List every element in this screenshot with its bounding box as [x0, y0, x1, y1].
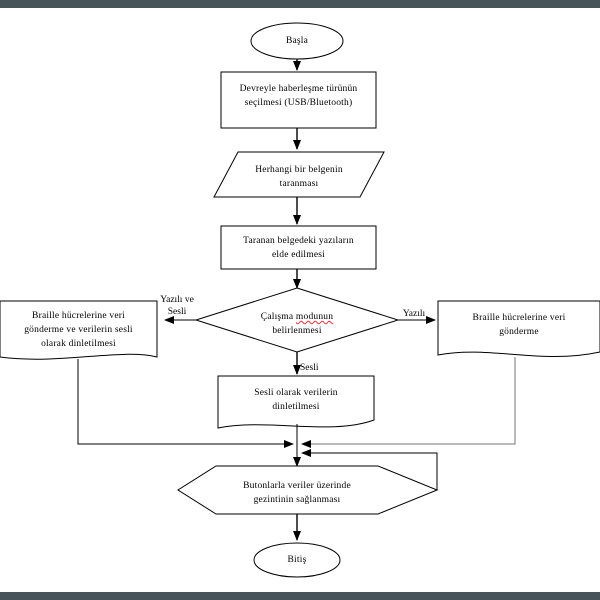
- node-obtain-text-shape: [220, 225, 377, 270]
- node-braille-only-shape: [437, 300, 600, 358]
- node-braille-and-audio-shape: [0, 300, 158, 360]
- connector-navigate-feedback-loop: [301, 449, 438, 490]
- node-mode-decision-shape: [194, 287, 400, 353]
- edge-label-written-and-audio: Yazılı ve Sesli: [160, 295, 194, 317]
- edge-label-audio: Sesli: [300, 363, 319, 373]
- node-start-shape: [250, 22, 344, 60]
- node-audio-only-shape: [217, 375, 375, 429]
- top-frame-bar: [0, 0, 600, 8]
- node-navigate-shape: [177, 465, 439, 515]
- node-select-comm-shape: [220, 71, 377, 129]
- connector-braille-only-to-junction: [301, 357, 516, 448]
- node-scan-doc-shape: [213, 151, 385, 198]
- edge-label-written: Yazılı: [402, 309, 426, 319]
- connector-braille-and-audio-to-junction: [77, 359, 294, 448]
- bottom-frame-bar: [0, 592, 600, 600]
- node-end-shape: [253, 542, 341, 578]
